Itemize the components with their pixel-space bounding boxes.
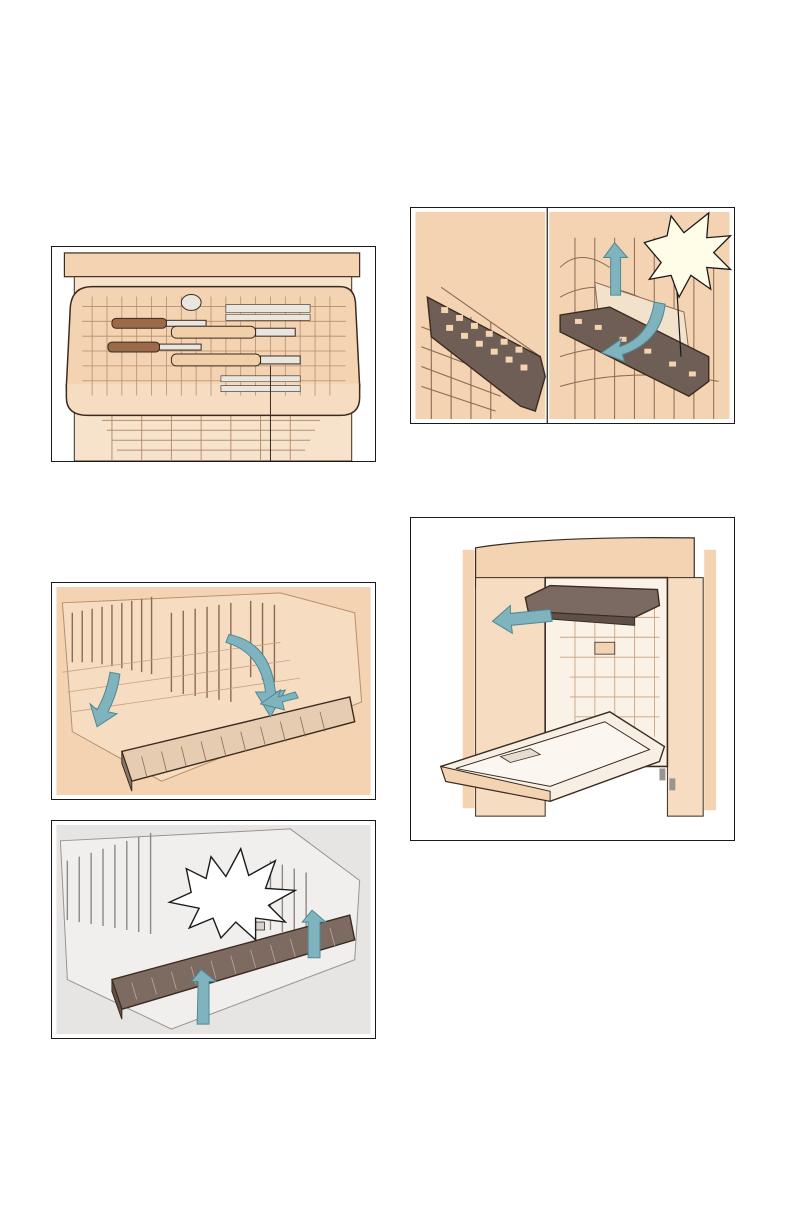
figure-rack-clip <box>410 207 735 424</box>
cutlery-drawer-illustration <box>52 247 375 461</box>
insert-snap-illustration <box>52 821 375 1038</box>
figure-insert-rack-snap <box>51 820 376 1039</box>
dishwasher-drawer-illustration <box>411 518 734 840</box>
figure-cutlery-drawer <box>51 246 376 462</box>
rack-clip-illustration <box>411 208 734 423</box>
insert-rack-illustration <box>52 583 375 799</box>
figure-drawer-pull-out <box>410 517 735 841</box>
figure-insert-rack-down <box>51 582 376 800</box>
